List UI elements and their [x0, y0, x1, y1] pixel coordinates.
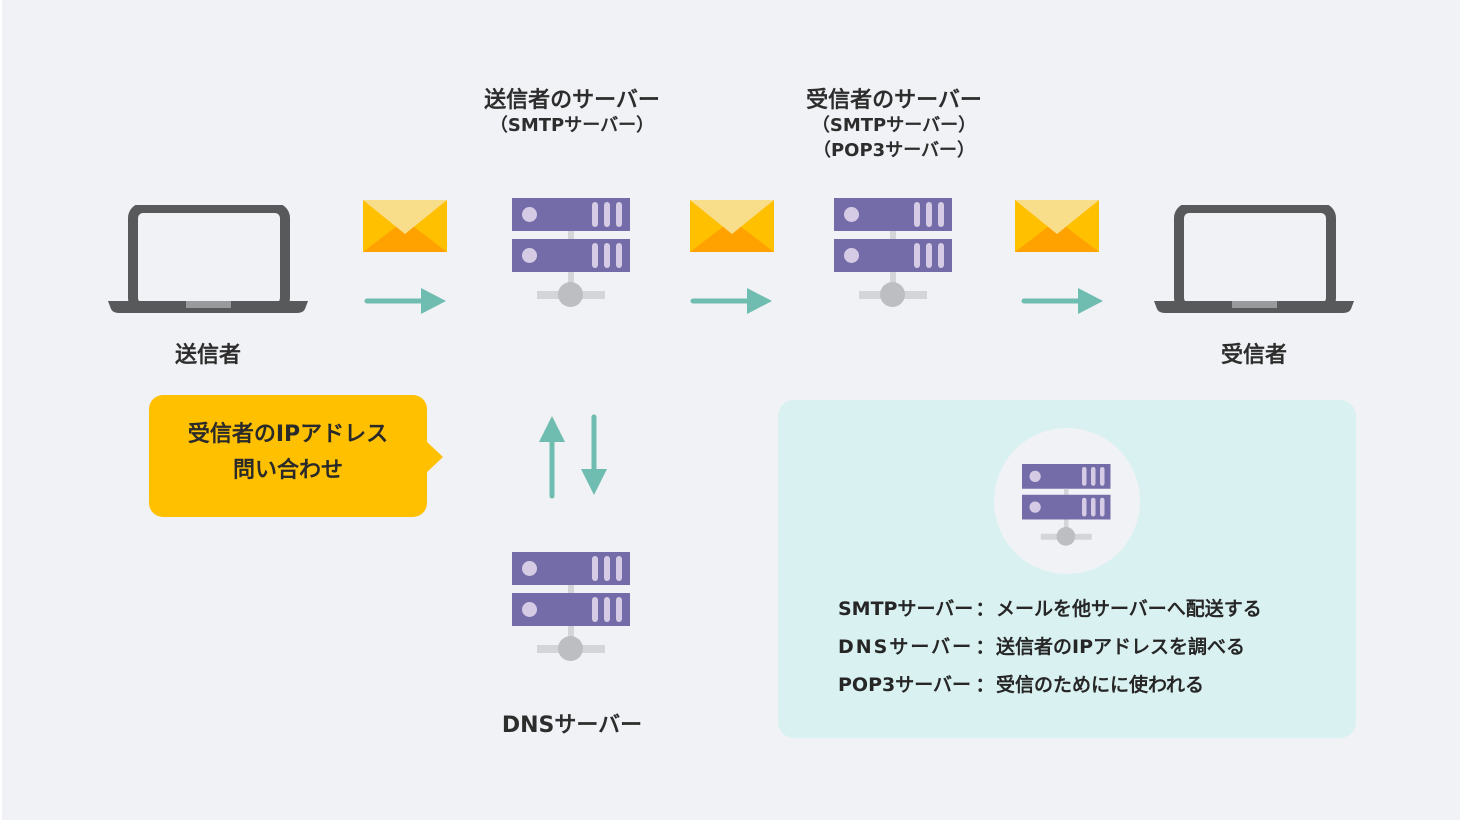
arrow-right-icon: [364, 288, 446, 314]
ip-lookup-callout: 受信者のIPアドレス 問い合わせ: [149, 395, 427, 517]
legend-term: SMTPサーバー: [838, 598, 974, 620]
legend-description: 送信者のIPアドレスを調べる: [996, 636, 1245, 658]
receiver-server-subtitle-smtp: （SMTPサーバー）: [811, 115, 977, 136]
sender-server-title: 送信者のサーバー: [484, 88, 660, 113]
receiver-server-subtitle-pop3: （POP3サーバー）: [812, 140, 976, 161]
legend-separator: ：: [975, 636, 995, 658]
callout-tail: [425, 440, 443, 474]
sender-laptop-icon: [108, 205, 308, 313]
receiver-label: 受信者: [1220, 343, 1287, 368]
arrow-right-icon: [690, 288, 772, 314]
receiver-server-title: 受信者のサーバー: [806, 88, 982, 113]
sender-label: 送信者: [174, 343, 241, 368]
envelope-icon: [1015, 200, 1099, 252]
receiver-server-icon: [834, 198, 952, 308]
dns-server-icon: [512, 552, 630, 662]
legend-item: POP3サーバー ： 受信のためにに使われる: [838, 666, 1262, 704]
legend-item: DNSサーバー ： 送信者のIPアドレスを調べる: [838, 628, 1262, 666]
receiver-laptop-icon: [1154, 205, 1354, 313]
legend-list: SMTPサーバー ： メールを他サーバーへ配送する DNSサーバー ： 送信者の…: [838, 590, 1262, 704]
dns-exchange-arrows-icon: [539, 414, 607, 499]
server-icon: [1022, 464, 1111, 547]
legend-description: メールを他サーバーへ配送する: [996, 598, 1262, 620]
envelope-icon: [690, 200, 774, 252]
legend-separator: ：: [975, 598, 995, 620]
legend-icon-circle: [994, 428, 1140, 574]
legend-separator: ：: [975, 674, 995, 696]
sender-server-subtitle: （SMTPサーバー）: [489, 115, 655, 136]
legend-panel: SMTPサーバー ： メールを他サーバーへ配送する DNSサーバー ： 送信者の…: [778, 400, 1356, 738]
envelope-icon: [363, 200, 447, 252]
callout-line-1: 受信者のIPアドレス: [187, 422, 389, 447]
legend-description: 受信のためにに使われる: [996, 674, 1205, 696]
callout-line-2: 問い合わせ: [232, 458, 343, 483]
arrow-right-icon: [1021, 288, 1103, 314]
legend-item: SMTPサーバー ： メールを他サーバーへ配送する: [838, 590, 1262, 628]
legend-term: POP3サーバー: [838, 674, 972, 696]
sender-server-icon: [512, 198, 630, 308]
dns-server-label: DNSサーバー: [501, 713, 643, 738]
legend-term: DNSサーバー: [838, 636, 974, 658]
